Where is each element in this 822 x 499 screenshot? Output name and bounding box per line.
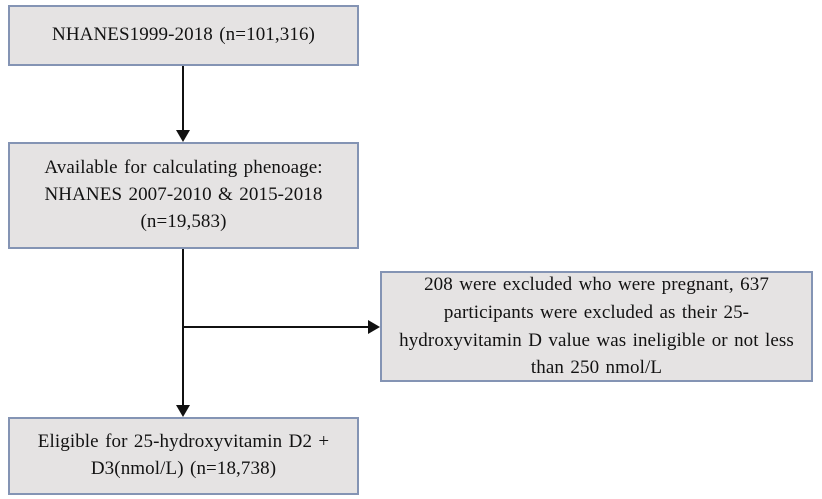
node-exclusion-criteria: 208 were excluded who were pregnant, 637… xyxy=(380,271,813,382)
node-available-for-phenoage: Available for calculating phenoage: NHAN… xyxy=(8,142,359,249)
node-source-cohort-label: NHANES1999-2018 (n=101,316) xyxy=(52,24,315,46)
node-available-for-phenoage-label: Available for calculating phenoage: NHAN… xyxy=(44,157,323,232)
connector-available-to-eligible-line xyxy=(182,249,184,411)
connector-available-to-excluded-arrowhead-icon xyxy=(368,320,380,334)
node-eligible-cohort-label: Eligible for 25-hydroxyvitamin D2 + D3(n… xyxy=(37,431,330,479)
node-source-cohort: NHANES1999-2018 (n=101,316) xyxy=(8,5,359,66)
connector-available-to-excluded-line xyxy=(182,326,372,328)
connector-source-to-available-arrowhead-icon xyxy=(176,130,190,142)
connector-available-to-eligible-arrowhead-icon xyxy=(176,405,190,417)
node-eligible-cohort: Eligible for 25-hydroxyvitamin D2 + D3(n… xyxy=(8,417,359,495)
connector-source-to-available-line xyxy=(182,66,184,132)
node-exclusion-criteria-label: 208 were excluded who were pregnant, 637… xyxy=(399,274,794,379)
